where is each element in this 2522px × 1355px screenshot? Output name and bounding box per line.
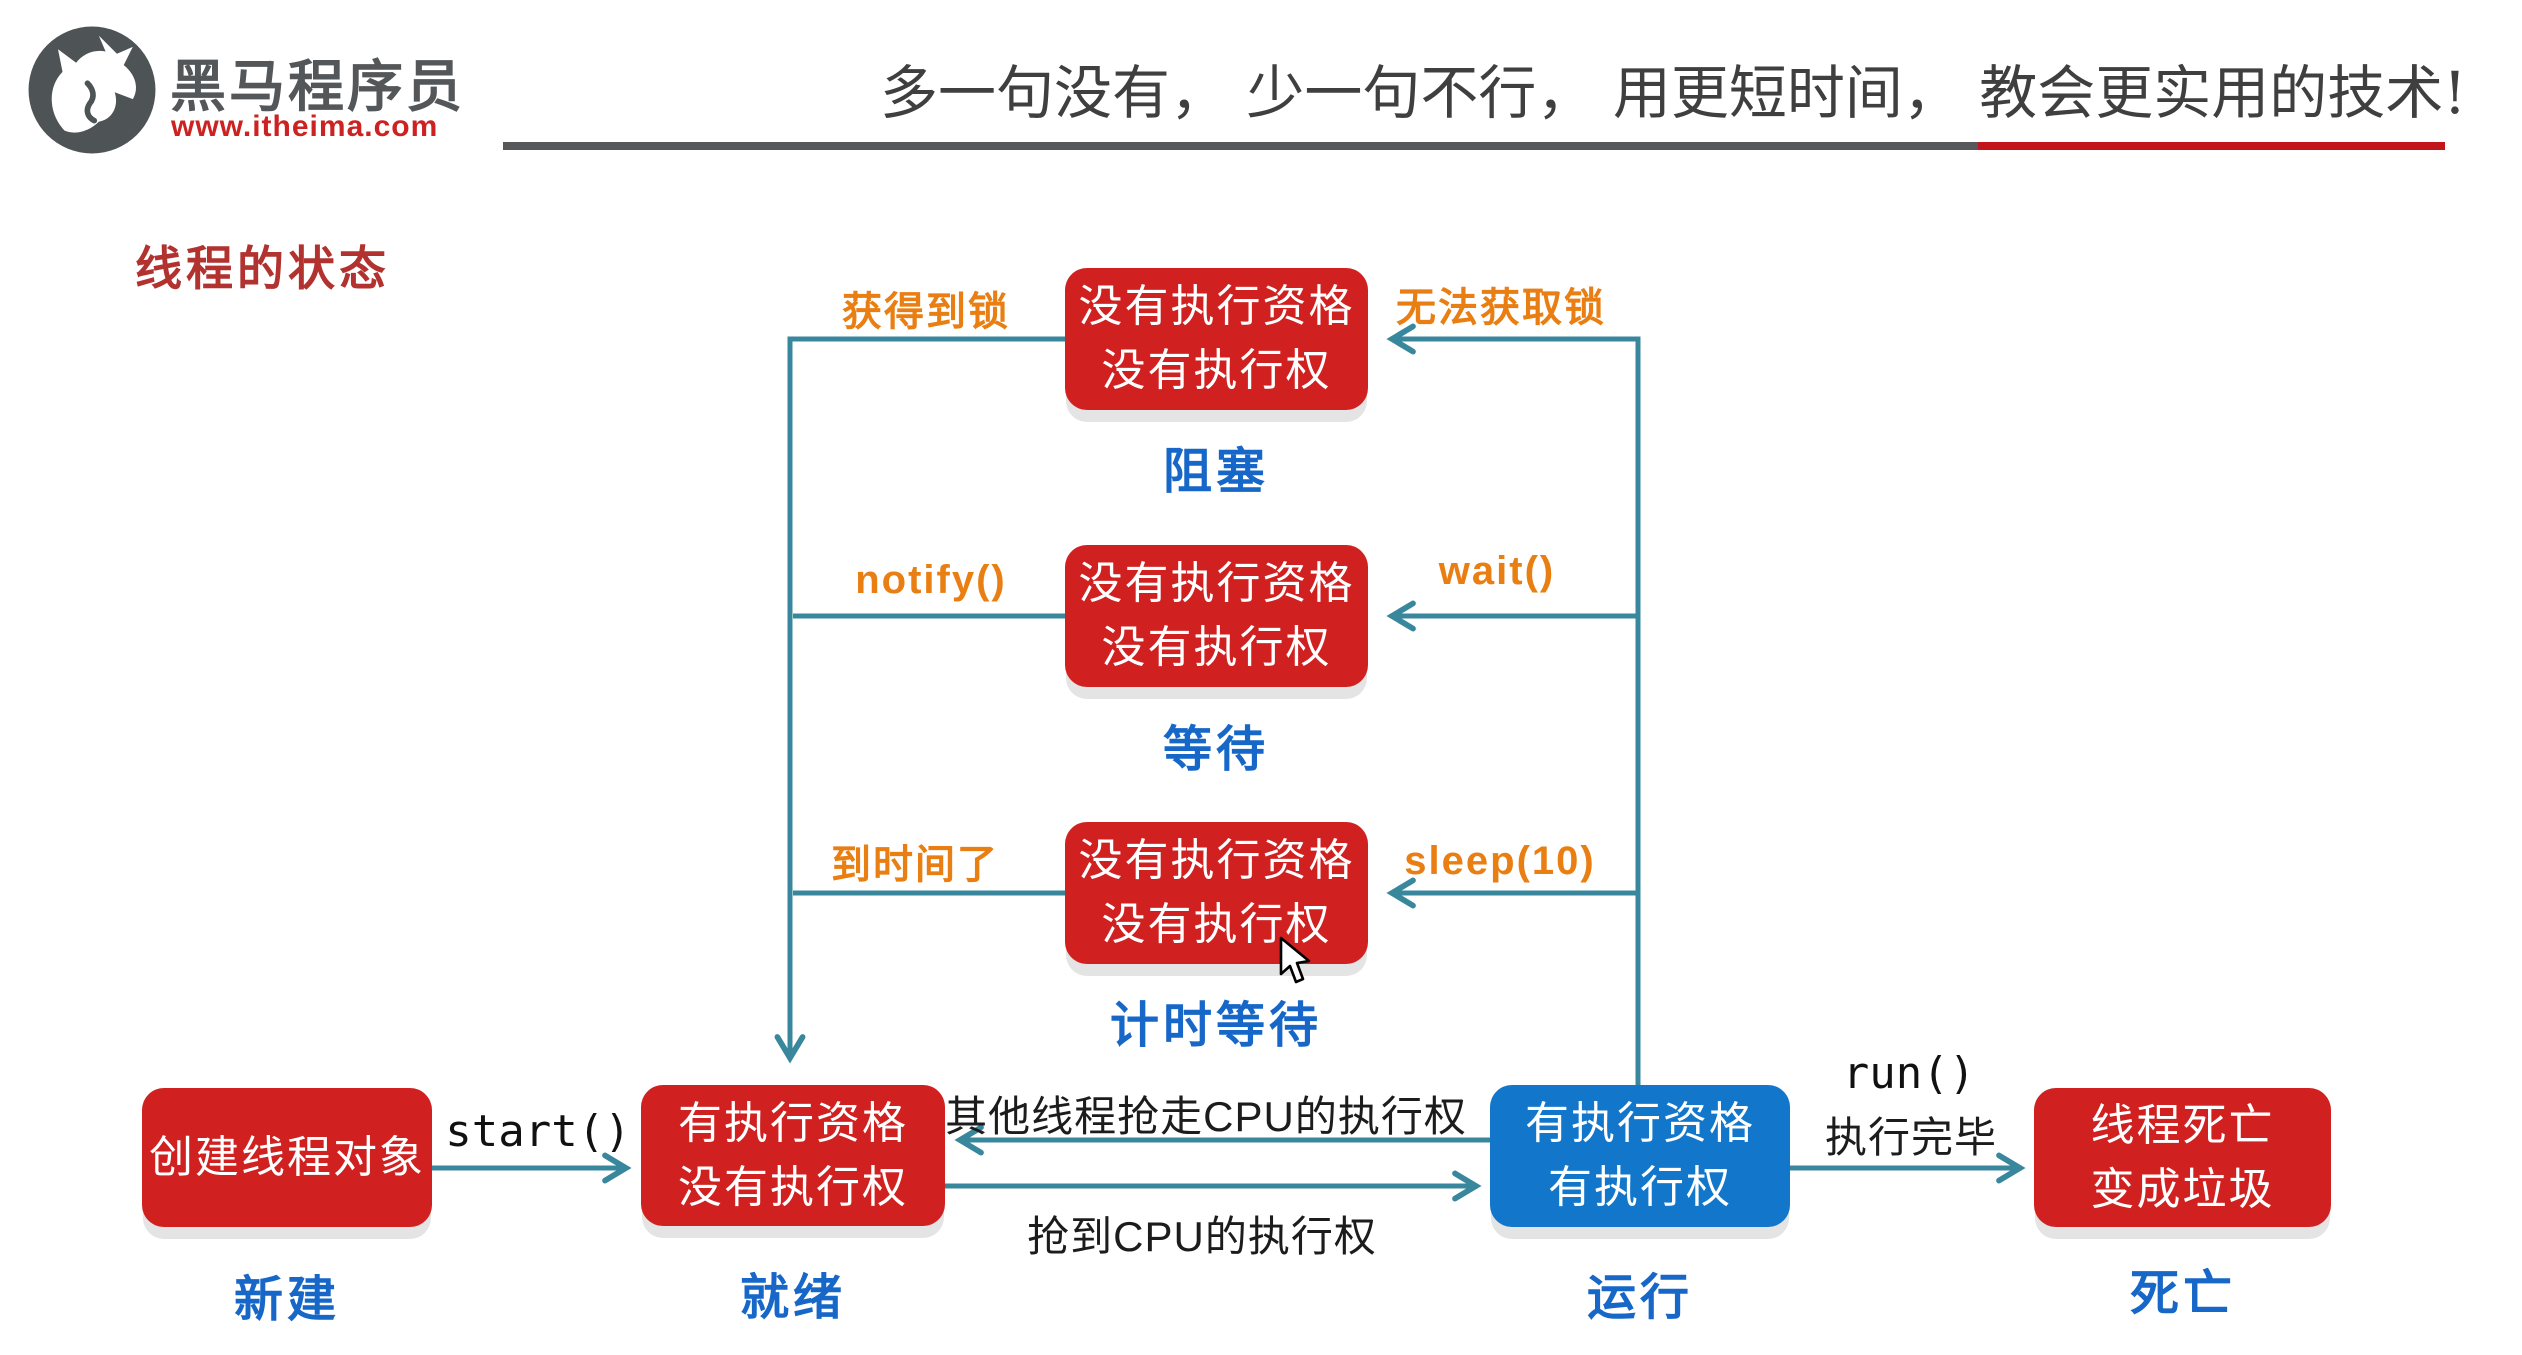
- header-divider-red: [1978, 142, 2445, 150]
- state-label-running: 运行: [1586, 1271, 1694, 1325]
- state-label-ready: 就绪: [739, 1271, 847, 1325]
- state-label-dead: 死亡: [2129, 1267, 2237, 1321]
- state-box-text: 有执行资格: [678, 1098, 908, 1148]
- state-box-timed-waiting: 没有执行资格 没有执行权: [1065, 822, 1368, 964]
- state-label-waiting: 等待: [1162, 723, 1270, 777]
- state-box-text: 有执行权: [1548, 1163, 1732, 1212]
- edge-running-to-blocked: [1386, 323, 1641, 1085]
- state-box-text: 没有执行权: [1101, 623, 1332, 672]
- horse-logo-icon: [24, 22, 160, 158]
- page-title: 线程的状态: [135, 242, 390, 295]
- transition-label-get-cpu: 抢到CPU的执行权: [1027, 1213, 1377, 1260]
- edge-blocked-to-ready: [774, 336, 1065, 1064]
- state-box-text: 没有执行权: [1101, 346, 1332, 395]
- transition-label-time-up: 到时间了: [831, 843, 999, 887]
- state-label-timed-waiting: 计时等待: [1109, 999, 1323, 1053]
- slogan-text: 多一句没有， 少一句不行， 用更短时间， 教会更实用的技术!: [880, 59, 2467, 127]
- mouse-cursor-icon: [1278, 936, 1314, 986]
- transition-label-start: start(): [445, 1106, 631, 1157]
- header-divider: [503, 142, 2445, 150]
- transition-label-cannot-get-lock: 无法获取锁: [1396, 286, 1606, 330]
- state-box-text: 没有执行权: [1101, 900, 1332, 949]
- brand-name: 黑马程序员: [170, 55, 465, 118]
- state-box-running: 有执行资格 有执行权: [1490, 1085, 1790, 1227]
- header-divider-gray: [503, 142, 1978, 150]
- state-box-new: 创建线程对象: [142, 1088, 432, 1227]
- transition-label-lose-cpu: 其他线程抢走CPU的执行权: [945, 1093, 1467, 1140]
- state-box-text: 有执行资格: [1525, 1099, 1755, 1148]
- state-box-text: 没有执行资格: [1078, 282, 1355, 331]
- state-box-text: 线程死亡: [2090, 1100, 2275, 1150]
- state-box-text: 没有执行资格: [1078, 559, 1355, 608]
- state-box-text: 没有执行权: [678, 1162, 908, 1212]
- state-box-text: 变成垃圾: [2090, 1164, 2275, 1214]
- transition-label-got-lock: 获得到锁: [842, 290, 1010, 334]
- state-box-dead: 线程死亡 变成垃圾: [2034, 1088, 2331, 1227]
- state-box-blocked: 没有执行资格 没有执行权: [1065, 268, 1368, 410]
- state-label-blocked: 阻塞: [1162, 445, 1270, 499]
- transition-label-run-done: 执行完毕: [1824, 1114, 1998, 1161]
- state-box-text: 没有执行资格: [1078, 836, 1355, 885]
- brand-url: www.itheima.com: [171, 110, 439, 143]
- transition-label-notify: notify(): [855, 558, 1007, 602]
- state-label-new: 新建: [233, 1273, 341, 1327]
- transition-label-run: run(): [1842, 1048, 1976, 1099]
- state-box-ready: 有执行资格 没有执行权: [641, 1085, 945, 1226]
- state-box-waiting: 没有执行资格 没有执行权: [1065, 545, 1368, 687]
- transition-label-wait: wait(): [1438, 549, 1556, 593]
- transition-label-sleep: sleep(10): [1404, 839, 1596, 883]
- state-box-text: 创建线程对象: [149, 1132, 425, 1182]
